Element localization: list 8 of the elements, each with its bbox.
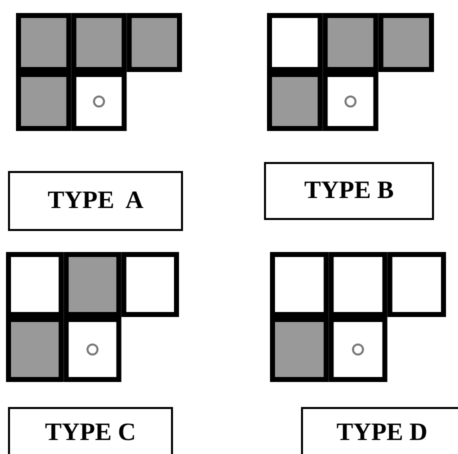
type-label: TYPE C [45,419,136,447]
type-label-box [8,171,183,231]
type-label: TYPE B [304,177,394,205]
type-label-box [301,407,458,454]
type-label-box [8,407,173,454]
type-label-box [264,162,434,220]
type-label: TYPE D [336,419,428,447]
type-label: TYPE A [48,187,144,215]
